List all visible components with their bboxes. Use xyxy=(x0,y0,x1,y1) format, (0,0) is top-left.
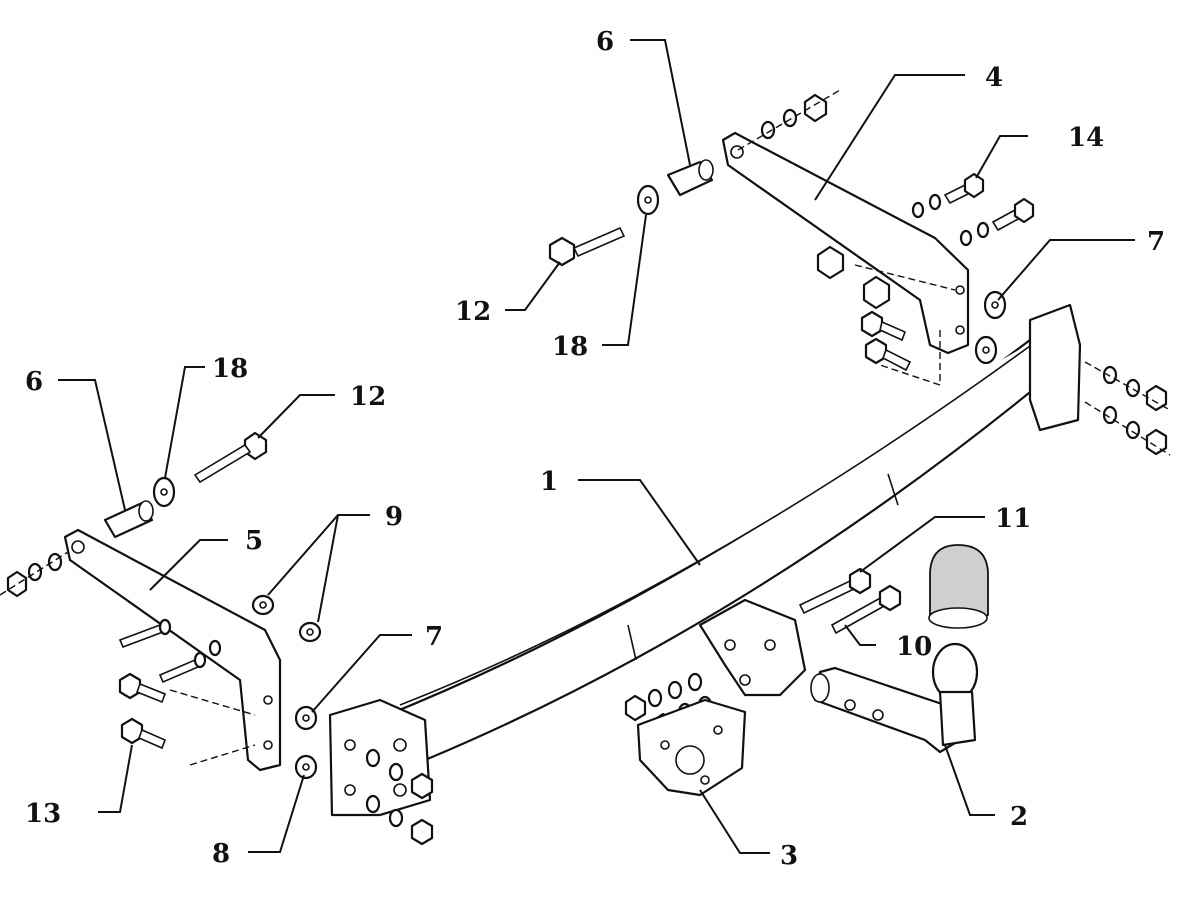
fasteners-top-right xyxy=(737,89,841,151)
bolts-left-bracket xyxy=(118,618,222,750)
callout-18-top: 18 xyxy=(552,332,588,362)
callout-8: 8 xyxy=(212,839,230,869)
flange-nuts-top xyxy=(816,245,891,310)
side-bracket-part-5 xyxy=(63,528,282,772)
callout-14: 14 xyxy=(1068,123,1104,153)
washers-part-7-right xyxy=(974,290,1007,365)
callout-labels: 1 2 3 4 5 6 6 7 7 8 9 10 11 12 12 13 14 … xyxy=(25,27,1165,871)
callout-12-left: 12 xyxy=(350,382,386,412)
callout-7-right: 7 xyxy=(1147,227,1165,257)
callout-10: 10 xyxy=(896,632,932,662)
callout-1: 1 xyxy=(540,467,558,497)
fasteners-part-14 xyxy=(911,172,1035,247)
fasteners-right-end xyxy=(1084,361,1171,456)
bolts-under-part-4 xyxy=(860,310,912,372)
crossbar-part-1 xyxy=(328,303,1082,817)
callout-12-top: 12 xyxy=(455,297,491,327)
socket-plate-part-3 xyxy=(636,698,747,797)
tow-ball-cover xyxy=(928,544,989,629)
callout-13: 13 xyxy=(25,799,61,829)
flange-nuts-part-9 xyxy=(251,594,322,643)
callout-4: 4 xyxy=(985,63,1003,93)
callout-18-left: 18 xyxy=(212,354,248,384)
bolt-part-10 xyxy=(830,584,902,635)
callout-2: 2 xyxy=(1010,802,1028,832)
spacer-part-6-top xyxy=(666,159,714,197)
side-bracket-part-4 xyxy=(721,131,970,386)
callout-6-left: 6 xyxy=(25,367,43,397)
washer-part-18-top xyxy=(636,184,660,216)
callout-9: 9 xyxy=(385,502,403,532)
tow-ball-neck-part-2 xyxy=(810,642,979,754)
callout-6-top: 6 xyxy=(596,27,614,57)
fasteners-left-plate xyxy=(365,748,434,846)
bolt-part-11 xyxy=(798,567,872,615)
bolt-part-12-left xyxy=(193,431,268,484)
callout-3: 3 xyxy=(780,841,798,871)
callout-7-left: 7 xyxy=(425,622,443,652)
washer-part-18-left xyxy=(152,476,176,508)
leader-lines xyxy=(58,39,1135,854)
spacer-part-6-left xyxy=(103,500,154,539)
callout-5: 5 xyxy=(245,526,263,556)
callout-11: 11 xyxy=(995,504,1031,534)
washers-part-7-8-left xyxy=(294,705,318,780)
fasteners-left-end xyxy=(0,551,69,598)
bolt-part-12-top xyxy=(548,226,626,267)
